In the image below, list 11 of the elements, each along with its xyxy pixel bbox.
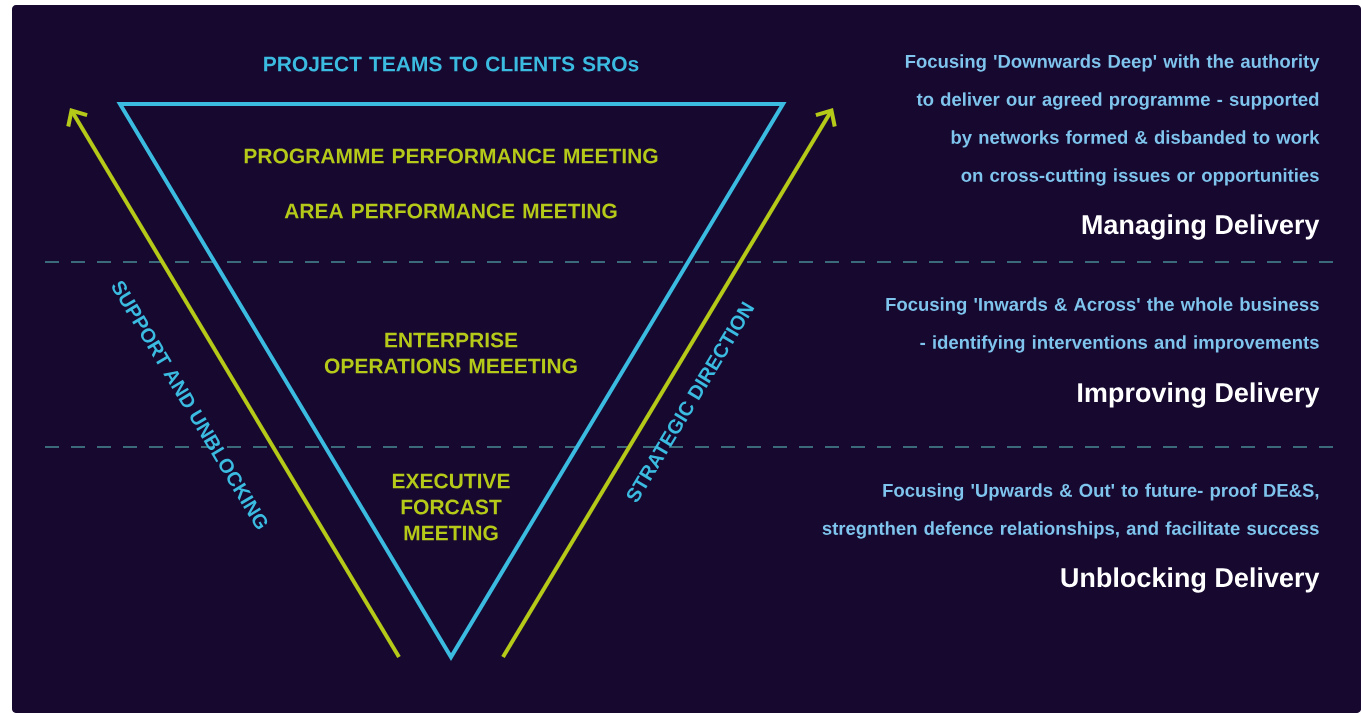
description-text: Focusing 'Downwards Deep' with the authority to deliver our agreed programme - supported by networks formed & disbanded to work on cross-cutting issues or opportunities — [905, 54, 1320, 186]
section-heading: Managing Delivery — [1082, 214, 1320, 240]
meeting-label: AREA PERFORMANCE MEETING — [284, 203, 617, 219]
section-heading: Improving Delivery — [1078, 382, 1320, 408]
description-text: Focusing 'Upwards & Out' to future- proof DE&S, stregnthen defence relationships, and facilitate success — [822, 483, 1319, 539]
meeting-label: EXECUTIVE FORCAST MEETING — [392, 473, 510, 541]
meeting-label: PROGRAMME PERFORMANCE MEETING — [244, 148, 658, 164]
triangle-heading: PROJECT TEAMS TO CLIENTS SROs — [264, 56, 639, 72]
description-text: Focusing 'Inwards & Across' the whole business - identifying interventions and improvements — [886, 297, 1319, 353]
section-heading: Unblocking Delivery — [1061, 567, 1320, 593]
meeting-label: ENTERPRISE OPERATIONS MEEETING — [324, 332, 577, 374]
